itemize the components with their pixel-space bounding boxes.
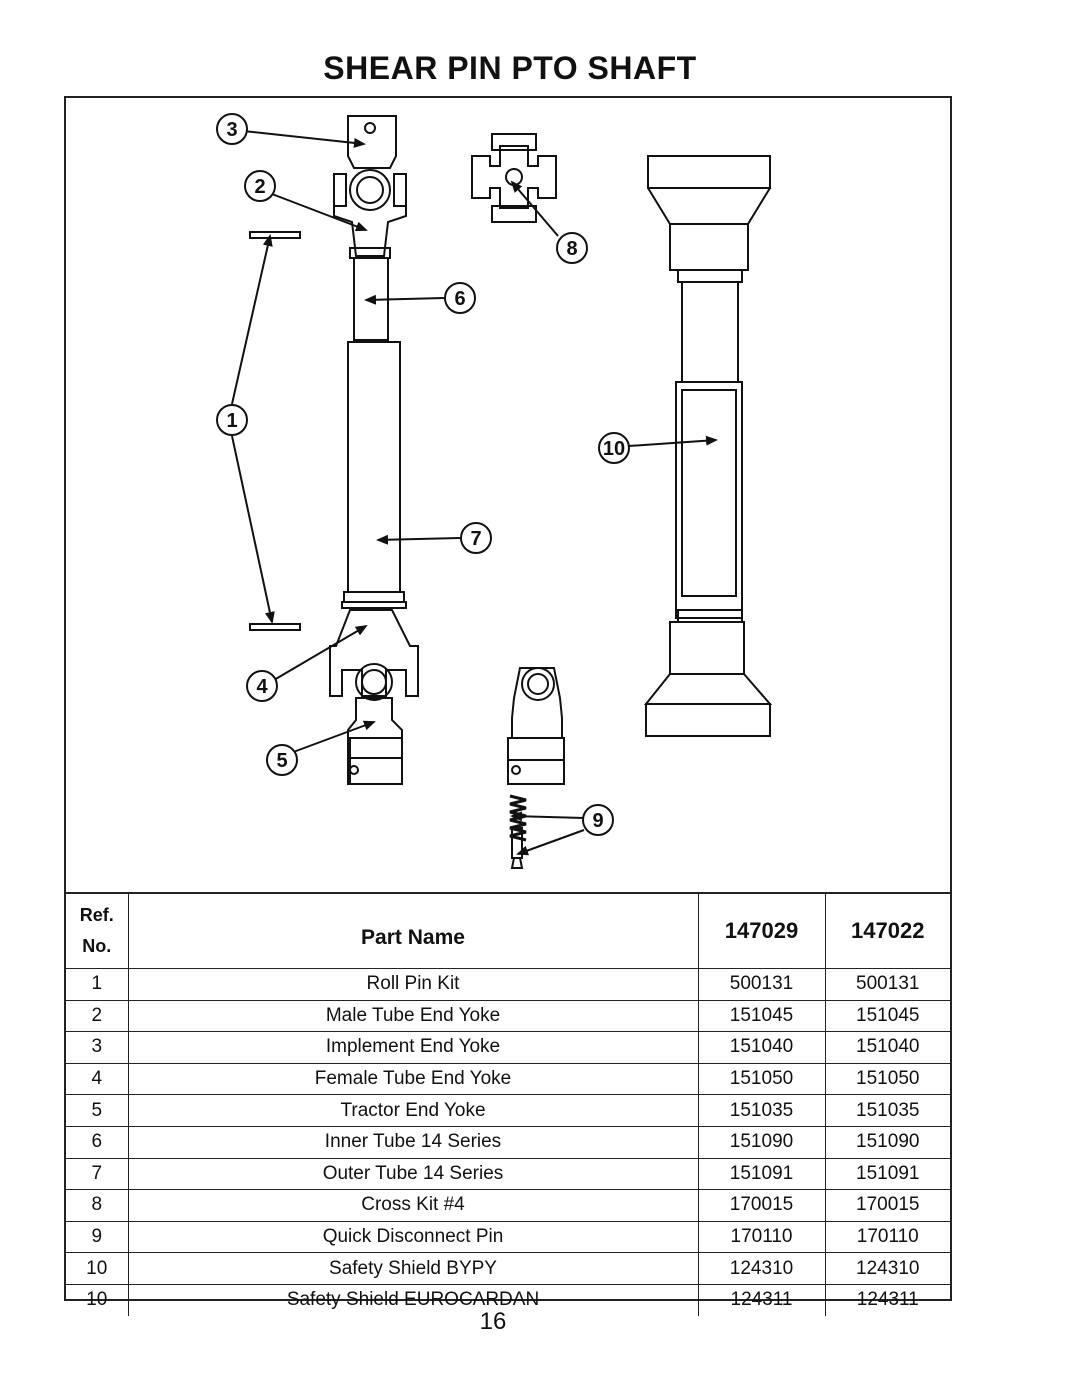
part-name-cell: Male Tube End Yoke xyxy=(127,999,699,1033)
part-number-147029-cell: 151040 xyxy=(697,1031,826,1064)
callout-5: 5 xyxy=(276,750,287,772)
ref-cell: 10 xyxy=(66,1283,129,1316)
callout-9-circle xyxy=(582,804,614,836)
part-name-cell: Safety Shield EUROCARDAN xyxy=(127,1283,699,1316)
table-header-row: Ref. No. Part Name 147029 147022 xyxy=(66,892,950,969)
part-number-147029-cell: 124311 xyxy=(697,1283,826,1316)
part-name-cell: Inner Tube 14 Series xyxy=(127,1125,699,1159)
part-number-147022-cell: 124311 xyxy=(824,1283,950,1316)
ref-cell: 3 xyxy=(66,1031,129,1064)
outer-tube xyxy=(341,341,407,609)
part-number-147029-cell: 151090 xyxy=(697,1125,826,1159)
callout-8: 8 xyxy=(566,238,577,260)
roll-pin-bottom xyxy=(249,623,301,631)
top-cross-joint xyxy=(333,169,407,211)
callout-1: 1 xyxy=(226,410,237,432)
part-number-147022-cell: 500131 xyxy=(824,968,950,1001)
part-number-147022-cell: 151045 xyxy=(824,999,950,1033)
cross-kit xyxy=(471,133,557,223)
callout-2-circle xyxy=(244,170,276,202)
callout-10-circle xyxy=(598,432,630,464)
callout-7: 7 xyxy=(470,528,481,550)
ref-cell: 9 xyxy=(66,1220,129,1254)
implement-end-yoke xyxy=(347,115,397,169)
ref-cell: 7 xyxy=(66,1157,129,1191)
roll-pin-top xyxy=(249,231,301,239)
part-number-147022-cell: 151035 xyxy=(824,1094,950,1127)
exploded-parts-diagram: 3 2 8 6 1 10 7 4 5 9 xyxy=(216,113,773,869)
callout-10: 10 xyxy=(603,438,625,460)
callout-4-circle xyxy=(246,670,278,702)
part-number-147022-cell: 151040 xyxy=(824,1031,950,1064)
safety-shield xyxy=(643,155,773,737)
callout-2: 2 xyxy=(254,176,265,198)
ref-cell: 4 xyxy=(66,1062,129,1096)
ref-cell: 2 xyxy=(66,999,129,1033)
part-number-147029-cell: 170015 xyxy=(697,1189,826,1222)
callout-7-circle xyxy=(460,522,492,554)
part-name-cell: Quick Disconnect Pin xyxy=(127,1220,699,1254)
part-number-147029-cell: 151091 xyxy=(697,1157,826,1191)
ref-cell: 8 xyxy=(66,1189,129,1222)
callout-6: 6 xyxy=(454,288,465,310)
page-title: SHEAR PIN PTO SHAFT xyxy=(323,50,697,86)
part-number-147022-cell: 151091 xyxy=(824,1157,950,1191)
callout-1-circle xyxy=(216,404,248,436)
part-number-147029-cell: 170110 xyxy=(697,1220,826,1254)
callout-3-circle xyxy=(216,113,248,145)
callout-8-circle xyxy=(556,232,588,264)
female-tube-end-yoke xyxy=(329,609,419,701)
part-number-147022-cell: 170015 xyxy=(824,1189,950,1222)
part-number-147022-cell: 124310 xyxy=(824,1252,950,1285)
tractor-end-yoke xyxy=(347,697,403,785)
callout-5-circle xyxy=(266,744,298,776)
ref-no-header: Ref. No. xyxy=(66,892,129,969)
ref-cell: 10 xyxy=(66,1252,129,1285)
part-number-147029-cell: 151035 xyxy=(697,1094,826,1127)
page-number: 16 xyxy=(479,1308,507,1335)
spare-yoke xyxy=(507,667,565,785)
part-number-147029-cell: 151045 xyxy=(697,999,826,1033)
callout-4: 4 xyxy=(256,676,268,698)
ref-cell: 5 xyxy=(66,1094,129,1127)
callout-9: 9 xyxy=(592,810,603,832)
parts-frame: 3 2 8 6 1 10 7 4 5 9 xyxy=(64,96,952,1316)
quick-disconnect-pin xyxy=(509,794,527,869)
model-147029-header: 147029 xyxy=(697,892,826,969)
ref-cell: 6 xyxy=(66,1125,129,1159)
part-number-147029-cell: 151050 xyxy=(697,1062,826,1096)
part-number-147022-cell: 151090 xyxy=(824,1125,950,1159)
part-name-cell: Safety Shield BYPY xyxy=(127,1252,699,1285)
callout-3: 3 xyxy=(226,119,237,141)
part-name-cell: Tractor End Yoke xyxy=(127,1094,699,1127)
part-name-header: Part Name xyxy=(127,892,699,969)
part-number-147022-cell: 170110 xyxy=(824,1220,950,1254)
part-name-cell: Implement End Yoke xyxy=(127,1031,699,1064)
part-number-147029-cell: 124310 xyxy=(697,1252,826,1285)
part-name-cell: Roll Pin Kit xyxy=(127,968,699,1001)
part-name-cell: Outer Tube 14 Series xyxy=(127,1157,699,1191)
part-name-cell: Cross Kit #4 xyxy=(127,1189,699,1222)
callout-6-circle xyxy=(444,282,476,314)
ref-cell: 1 xyxy=(66,968,129,1001)
model-147022-header: 147022 xyxy=(824,892,950,969)
part-name-cell: Female Tube End Yoke xyxy=(127,1062,699,1096)
part-number-147022-cell: 151050 xyxy=(824,1062,950,1096)
part-number-147029-cell: 500131 xyxy=(697,968,826,1001)
